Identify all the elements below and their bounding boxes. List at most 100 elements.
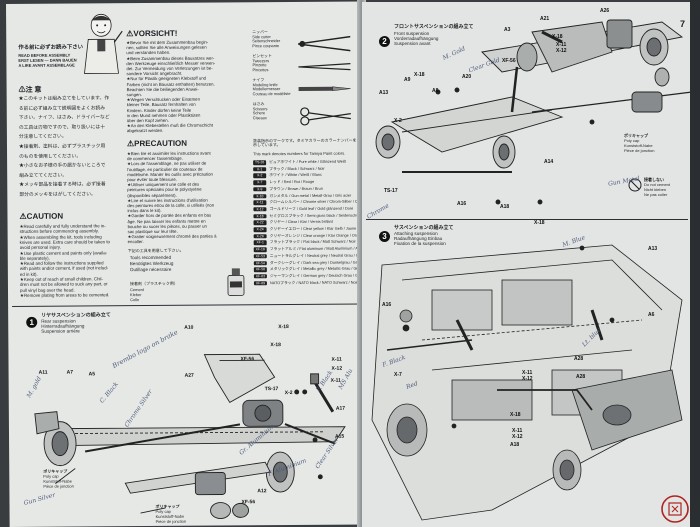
paint-code: X-18 [414, 72, 425, 78]
part-label: A20 [462, 74, 472, 80]
intro-jp: 作る前に必ずお読み下さい [18, 44, 84, 51]
step3-title-jp: サスペンションの組み立て [394, 225, 454, 231]
paint-header-jp: 塗装指示のマークです。タミヤカラーのカラーナンバーを示しています。 [252, 137, 357, 148]
chui-line: 分注意してください。 [18, 134, 67, 141]
right-page: 2 フロントサスペンションの組み立て Front suspension Vord… [362, 2, 692, 527]
part-label: A27 [184, 372, 194, 379]
paint-header-en: This mark denotes numbers for Tamiya Pai… [253, 150, 346, 157]
paint-code-badge: X-1 [253, 166, 267, 172]
paint-code-badge: X-12 [253, 207, 267, 212]
paint-name: フラットブラック / Flat black / Matt Schwarz / N… [269, 239, 364, 245]
part-label: A28 [576, 374, 586, 380]
part-label: A17 [335, 405, 346, 412]
part-label: A6 [648, 312, 655, 318]
mascot-illustration [84, 13, 123, 74]
step2-title-fr: Suspension avant [394, 41, 431, 46]
caution-line: ★Remove plating from areas to be cemente… [20, 292, 110, 298]
scissors-icon [300, 107, 351, 126]
part-label: A13 [379, 90, 389, 96]
paint-name: クロームシルバー / Chrome silver / Chrom-Silber … [269, 199, 366, 205]
tweezers-icon [298, 62, 351, 71]
right-edge [690, 0, 700, 527]
step2-number: 2 [379, 36, 390, 47]
step2-title-de: Vorderradaufhängung [394, 36, 439, 41]
paint-name: ニュートラルグレイ / Neutral grey / Neutral Grau … [269, 253, 366, 258]
paint-code: X-18 [552, 34, 563, 40]
step1-number: 1 [26, 316, 38, 328]
paint-code-badge: XF-1 [253, 240, 267, 246]
tool-name-fr: Pincettes [252, 66, 269, 73]
chui-line: ★接着剤、塗料は、必ずプラスチック用 [18, 144, 106, 150]
part-label: A16 [457, 201, 467, 207]
polycap-en: Poly cap [624, 138, 640, 143]
cement-jp: 接着剤（プラスチック用） [129, 280, 178, 287]
front-suspension-diagram [375, 19, 692, 205]
attaching-suspension-diagram [371, 244, 683, 521]
part-label: A21 [540, 16, 550, 22]
no-glue-icon [628, 178, 642, 192]
part-label: A13 [648, 246, 658, 252]
chui-line: る前に必ず組み立て説明図をよくお読み [18, 105, 106, 112]
polycap-fr: Pièce de jonction [624, 148, 655, 153]
paint-code: X-7 [394, 372, 402, 378]
paint-code: XF-56 [240, 356, 255, 363]
paint-name: フラットアルミ / Flat aluminum / Matt Aluminium… [269, 246, 366, 252]
step2-title-jp: フロントサスペンションの組み立て [394, 24, 474, 30]
part-label: A10 [184, 324, 194, 331]
paint-name: ガンメタル / Gun metal / Metall-Grau / Gris a… [269, 193, 352, 198]
paint-code-badge: XF-69 [253, 280, 267, 286]
caution-title: ⚠CAUTION [19, 211, 64, 221]
step3-number: 3 [379, 231, 390, 242]
chui-line: ★小さなお子様の手の届かないところで [19, 163, 106, 170]
tool-name-fr: Pince coupante [252, 42, 280, 49]
cement-fr: Colle [130, 297, 140, 303]
paint-code-badge: X-7 [253, 180, 267, 185]
paint-name: クリヤーオレンジ / Clear orange / Klar Orange / … [269, 233, 366, 238]
paint-code: X-18 [270, 342, 281, 349]
chui-line: ★メッキ部品を接着する時は、必ず接着 [19, 182, 106, 189]
precaution-line: encoller. [127, 239, 144, 245]
part-label: A14 [544, 159, 554, 165]
paint-code: X-12 [331, 365, 343, 372]
chui-line: ★このキットは組み立てをしています。作 [18, 96, 110, 102]
paint-code: TS-17 [384, 188, 398, 194]
page-number: 7 [680, 19, 686, 29]
paint-name: メタリックグレイ / Metallic grey / Metallic-Grau… [269, 266, 366, 272]
cement-bottle-icon [227, 268, 245, 296]
paint-name: ブラウン / Brown / Braun / Brun [269, 186, 323, 191]
paint-code-badge: XF-54 [253, 260, 267, 266]
part-label: A18 [500, 204, 510, 210]
paint-code: X-2 [284, 390, 293, 397]
paint-code: X-2 [394, 118, 402, 124]
paint-name: ダークシーグレイ / Dark sea grey / Dunkelgrau / … [269, 259, 366, 265]
paint-code: XF-56 [502, 58, 516, 64]
paint-code: X-12 [522, 376, 533, 382]
part-label: A8 [432, 88, 439, 94]
step1-divider [12, 303, 363, 307]
part-label: A12 [257, 488, 267, 495]
paint-code-badge: XF-53 [253, 253, 267, 259]
paint-code-badge: XF-56 [253, 267, 267, 273]
paint-code-badge: XF-63 [253, 274, 267, 279]
paint-code-badge: X-18 [253, 213, 267, 219]
polycap-fr-2: Pièce de jonction [155, 518, 187, 524]
part-label: A11 [38, 369, 48, 376]
step3-title-de: Radaufhängung Einbau [394, 236, 443, 241]
paint-code-badge: XF-16 [253, 247, 267, 252]
polycap-de: Kunststoff-Nabe [624, 143, 653, 148]
paint-code-badge: X-2 [253, 173, 267, 179]
chui-line: 下さい。ナイフ、はさみ、ドライバーなど [18, 115, 110, 122]
